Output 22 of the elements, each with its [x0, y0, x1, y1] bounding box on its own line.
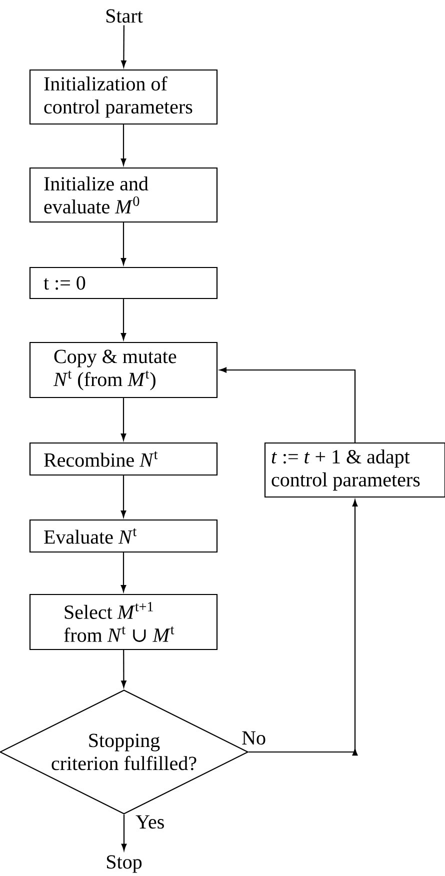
arrow [120, 222, 126, 265]
edge-label: Yes [136, 815, 164, 829]
arrow [121, 25, 126, 68]
process-box: Select M$^{t+1}$ from N$^{t}$ ∪ M$^{t}$ [29, 594, 218, 650]
arrow [120, 552, 126, 592]
process-box: Recombine N$^{t}$ [29, 442, 218, 476]
process-box: Evaluate N$^{t}$ [29, 519, 218, 553]
arrow [121, 814, 127, 851]
arrow [121, 650, 126, 688]
terminal-text: Start [106, 9, 143, 23]
arrow [220, 367, 356, 442]
process-box: t := 0 [29, 266, 218, 300]
arrow [120, 299, 126, 340]
process-box: Initialization of control parameters [29, 69, 218, 125]
arrow [120, 476, 126, 518]
process-box: Copy & mutate N$^{t}$ (from M$^{t}$) [29, 342, 218, 398]
arrow [120, 124, 126, 166]
process-box: Initialize and evaluate M$^{0}$ [29, 167, 218, 223]
process-box: t := t + 1 & adapt control parameters [264, 442, 445, 498]
arrow [248, 500, 358, 756]
terminal-text: Stop [107, 855, 142, 873]
arrow [120, 398, 126, 440]
